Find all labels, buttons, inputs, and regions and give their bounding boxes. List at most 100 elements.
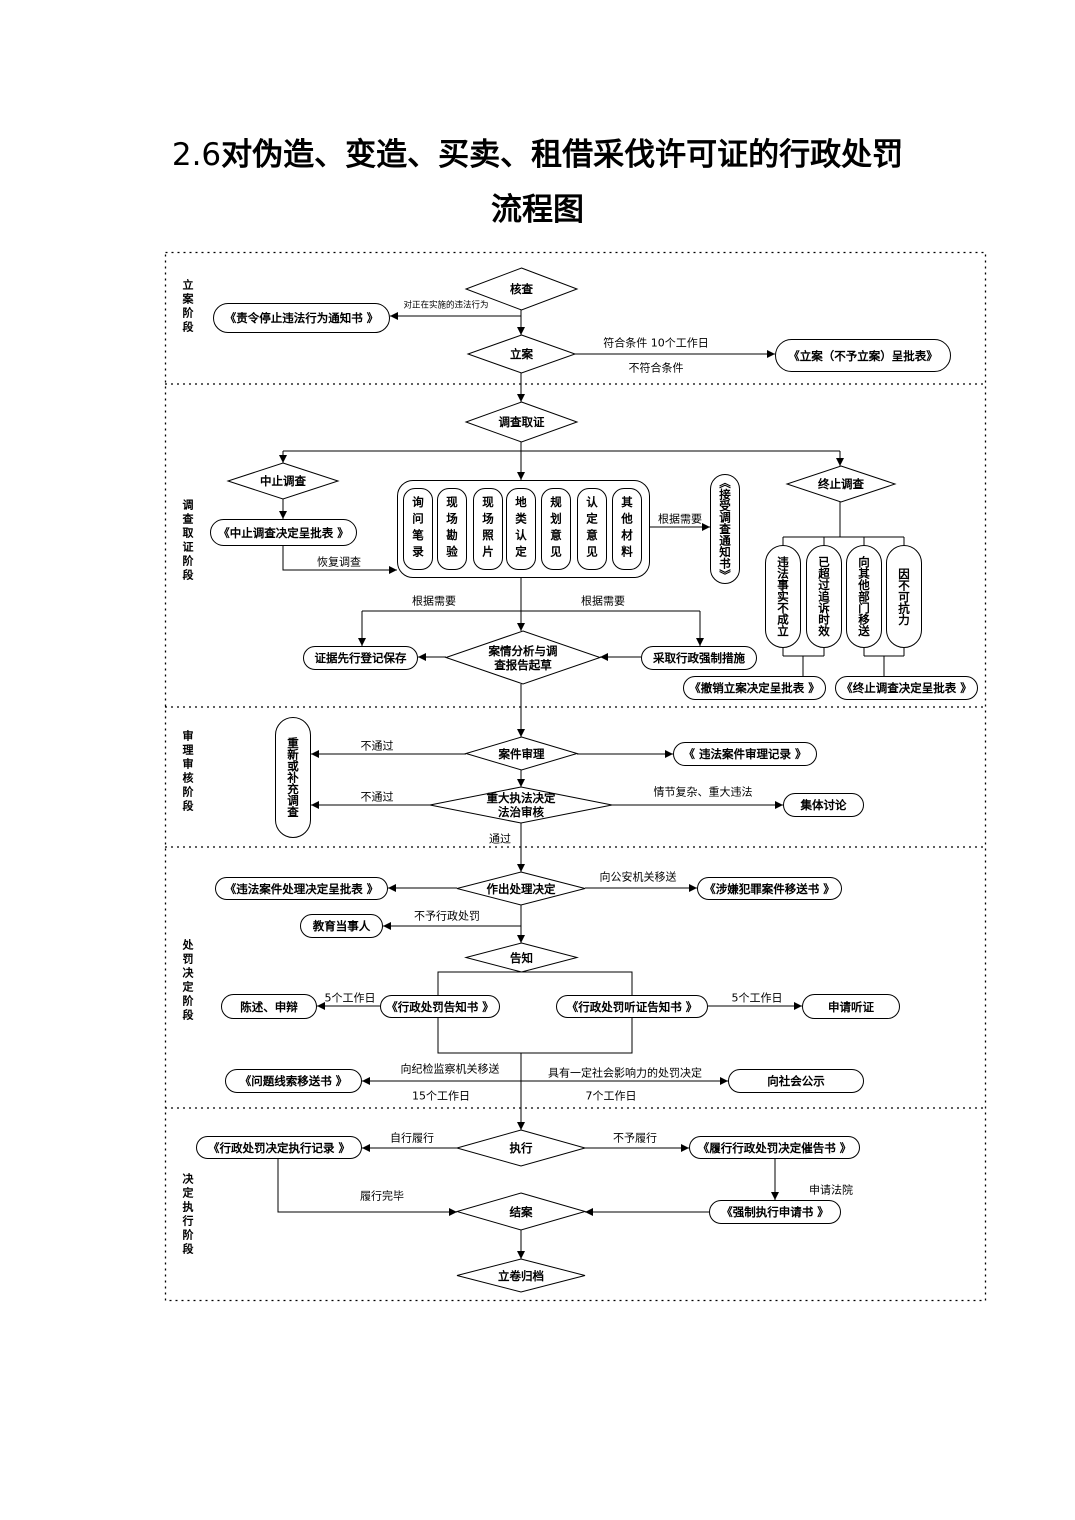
edge-label-complex: 情节复杂、重大违法 (653, 785, 753, 799)
diamond-shape (457, 872, 585, 905)
node-legal-review-line: 法治审核 (498, 805, 544, 819)
terminate-reason: 违法事实不成立 (765, 545, 801, 648)
node-enforce-application: 《强制执行申请书 》 (709, 1200, 841, 1224)
node-analysis-line: 案情分析与调 (488, 643, 558, 658)
node-decision-label: 作出处理决定 (486, 881, 556, 896)
terminate-reason: 已超过追诉时效 (806, 545, 842, 648)
node-analysis-label: 案情分析与调 查报告起草 (489, 644, 558, 672)
edge-label-no-penalty: 不予行政处罚 (414, 909, 480, 923)
edge-label-qualify: 符合条件 10个工作日 (603, 336, 709, 350)
evidence-item: 地类认定 (506, 488, 536, 570)
edge-label-social-impact: 具有一定社会影响力的处罚决定 (548, 1066, 702, 1080)
evidence-item-label: 现场勘验 (445, 496, 459, 562)
node-clue-transfer: 《问题线索移送书 》 (225, 1069, 362, 1093)
edge-label-apply-court: 申请法院 (809, 1183, 853, 1197)
node-accept-notice: 《接受调查通知书》 (710, 474, 740, 584)
diamond-shape (466, 402, 577, 442)
edge-label-resume: 恢复调查 (317, 555, 361, 569)
stage-label-decision: 处罚决定阶段 (181, 939, 194, 1023)
edge-label-self-perform: 自行履行 (390, 1131, 434, 1145)
edge-label-ongoing: 对正在实施的违法行为 (403, 300, 489, 311)
evidence-item-label: 规划意见 (549, 496, 563, 562)
node-penalty-notice: 《行政处罚告知书 》 (380, 995, 500, 1018)
node-execute: 执行 (457, 1130, 585, 1166)
evidence-item-label: 地类认定 (514, 496, 528, 562)
node-file-form: 《立案（不予立案）呈批表》 (775, 339, 951, 372)
diamond-shape (457, 1193, 585, 1230)
node-accept-notice-label: 《接受调查通知书》 (718, 477, 732, 581)
diamond-shape (468, 335, 575, 373)
node-revoke-form: 《撤销立案决定呈批表 》 (683, 676, 826, 700)
node-hearing-notice: 《行政处罚听证告知书 》 (556, 995, 708, 1018)
node-reinvestigate: 重新或补充调查 (275, 717, 311, 838)
edge-resume (282, 546, 397, 574)
node-analysis: 案情分析与调 查报告起草 (446, 631, 600, 684)
node-urge-notice: 《履行行政处罚决定催告书 》 (689, 1136, 860, 1159)
edge-label-pass: 通过 (489, 832, 511, 846)
node-notify-label: 告知 (510, 950, 533, 965)
node-investigate: 调查取证 (466, 402, 577, 442)
node-terminate-form: 《终止调查决定呈批表 》 (835, 676, 978, 700)
diamond-shape (457, 1259, 585, 1292)
node-educate: 教育当事人 (300, 914, 383, 938)
node-decision: 作出处理决定 (457, 872, 585, 905)
edge-label-perform-done: 履行完毕 (360, 1189, 404, 1203)
terminate-reason-label: 因不可抗力 (897, 567, 911, 626)
node-execute-label: 执行 (509, 1141, 533, 1155)
edge-perform-done (277, 1159, 457, 1216)
node-check-label: 核查 (510, 282, 533, 296)
edge-label-as-needed: 根据需要 (581, 594, 625, 608)
node-archive-label: 立卷归档 (498, 1268, 544, 1283)
node-legal-review-label: 重大执法决定 法治审核 (487, 791, 556, 819)
evidence-item: 认定意见 (577, 488, 607, 570)
edge-label-not-qualify: 不符合条件 (628, 361, 684, 375)
node-suspend-form: 《中止调查决定呈批表 》 (210, 519, 357, 546)
node-trial: 案件审理 (466, 737, 577, 770)
node-stop-notice: 《责令停止违法行为通知书 》 (213, 303, 390, 333)
node-reinvestigate-label: 重新或补充调查 (286, 737, 300, 818)
node-file-case: 立案 (468, 335, 575, 373)
evidence-item: 询问笔录 (403, 488, 433, 570)
evidence-item-label: 询问笔录 (411, 496, 425, 562)
evidence-item-label: 现场照片 (481, 496, 495, 562)
stage-label-review: 审理审核阶段 (181, 730, 194, 814)
node-notify: 告知 (466, 943, 577, 972)
stage-label-execution: 决定执行阶段 (181, 1173, 194, 1257)
node-decision-form: 《违法案件处理决定呈批表 》 (215, 877, 388, 900)
node-collective: 集体讨论 (783, 793, 864, 817)
edge-label-days: 5个工作日 (324, 991, 376, 1005)
node-suspend: 中止调查 (228, 463, 338, 499)
node-close: 结案 (457, 1193, 585, 1230)
node-enforce-measures: 采取行政强制措施 (641, 646, 757, 670)
diamond-shape (446, 631, 600, 684)
edge-label-as-needed: 根据需要 (658, 512, 702, 526)
edge-label-not-perform: 不予履行 (613, 1131, 657, 1145)
node-trial-record: 《 违法案件审理记录 》 (673, 742, 817, 766)
node-investigate-label: 调查取证 (498, 415, 545, 429)
terminate-reason: 因不可抗力 (886, 545, 922, 648)
terminate-reason: 向其他部门移送 (846, 545, 882, 648)
node-terminate-label: 终止调查 (818, 477, 864, 491)
node-terminate: 终止调查 (787, 466, 895, 502)
edge-label-days: 15个工作日 (412, 1089, 470, 1103)
node-legal-review-line: 重大执法决定 (486, 791, 556, 805)
node-statement: 陈述、申辩 (221, 994, 317, 1019)
terminate-reason-label: 已超过追诉时效 (817, 556, 831, 637)
node-file-case-label: 立案 (510, 347, 533, 361)
stage-label-investigation: 调查取证阶段 (181, 499, 194, 583)
title-number: 2.6 (171, 137, 222, 173)
node-close-label: 结案 (509, 1204, 533, 1219)
evidence-item: 规划意见 (541, 488, 571, 570)
evidence-item-label: 其他材料 (620, 496, 634, 562)
evidence-item: 其他材料 (612, 488, 642, 570)
edge-label-fail: 不通过 (360, 739, 394, 753)
node-publicize: 向社会公示 (728, 1069, 864, 1093)
node-legal-review: 重大执法决定 法治审核 (430, 787, 612, 823)
node-preserve: 证据先行登记保存 (303, 646, 418, 670)
evidence-item: 现场勘验 (437, 488, 467, 570)
terminate-reason-label: 违法事实不成立 (776, 556, 790, 637)
title-text: 对伪造、变造、买卖、租借采伐许可证的行政处罚 (221, 137, 904, 173)
diamond-shape (228, 463, 338, 499)
edge-label-days: 5个工作日 (731, 991, 783, 1005)
